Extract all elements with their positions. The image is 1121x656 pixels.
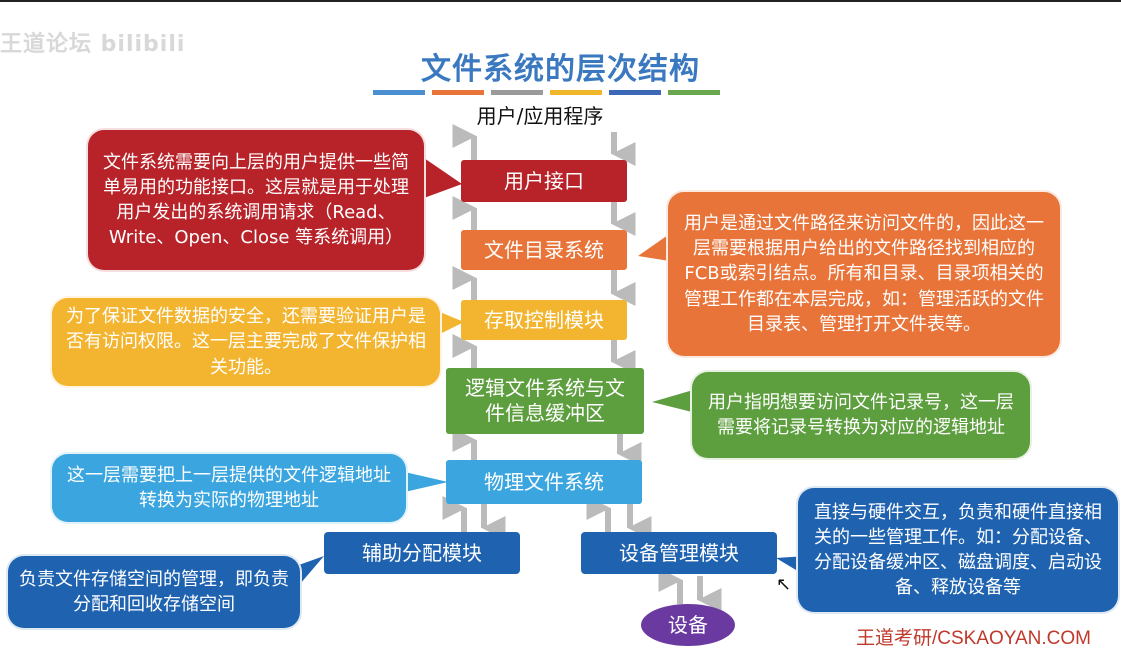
- callout-tail-physical: [396, 470, 448, 494]
- callout-tail-logical: [652, 388, 700, 414]
- layer-access-control: 存取控制模块: [461, 300, 627, 340]
- layer-logical-fs: 逻辑文件系统与文件信息缓冲区: [446, 368, 644, 434]
- callout-tail-alloc: [296, 556, 324, 584]
- app-label: 用户/应用程序: [476, 104, 604, 128]
- callout-access-control: 为了保证文件数据的安全，还需要验证用户是否有访问权限。这一层主要完成了文件保护相…: [50, 296, 442, 388]
- device-ellipse: 设备: [641, 604, 735, 646]
- title-stripe-5: [609, 90, 661, 95]
- title-stripe-6: [668, 90, 720, 95]
- callout-logical-fs: 用户指明想要访问文件记录号，这一层需要将记录号转换为对应的逻辑地址: [690, 370, 1032, 460]
- layer-user-interface: 用户接口: [461, 160, 627, 202]
- top-border: [0, 0, 1121, 2]
- callout-directory-system: 用户是通过文件路径来访问文件的，因此这一层需要根据用户给出的文件路径找到相应的F…: [666, 190, 1062, 358]
- layer-directory-system: 文件目录系统: [461, 230, 627, 270]
- footer-brand: 王道考研/CSKAOYAN.COM: [855, 628, 1091, 649]
- callout-physical-fs: 这一层需要把上一层提供的文件逻辑地址转换为实际的物理地址: [50, 452, 408, 524]
- callout-user-interface: 文件系统需要向上层的用户提供一些简单易用的功能接口。这层就是用于处理用户发出的系…: [86, 128, 426, 272]
- title-stripe-1: [373, 90, 425, 95]
- callout-alloc-module: 负责文件存储空间的管理，即负责分配和回收存储空间: [6, 554, 302, 630]
- mouse-cursor-icon: ↖: [776, 574, 792, 595]
- layer-physical-fs: 物理文件系统: [446, 460, 642, 504]
- title-stripe-4: [550, 90, 602, 95]
- layer-device-mgmt: 设备管理模块: [581, 532, 777, 574]
- layer-alloc-module: 辅助分配模块: [324, 532, 520, 574]
- callout-tail-access: [440, 312, 464, 334]
- callout-tail-user-interface: [424, 158, 462, 198]
- slide-title: 文件系统的层次结构: [421, 52, 700, 87]
- watermark: 王道论坛 bilibili: [0, 32, 186, 57]
- title-stripe-3: [491, 90, 543, 95]
- callout-device-mgmt: 直接与硬件交互，负责和硬件直接相关的一些管理工作。如：分配设备、分配设备缓冲区、…: [796, 486, 1120, 614]
- title-stripe-2: [432, 90, 484, 95]
